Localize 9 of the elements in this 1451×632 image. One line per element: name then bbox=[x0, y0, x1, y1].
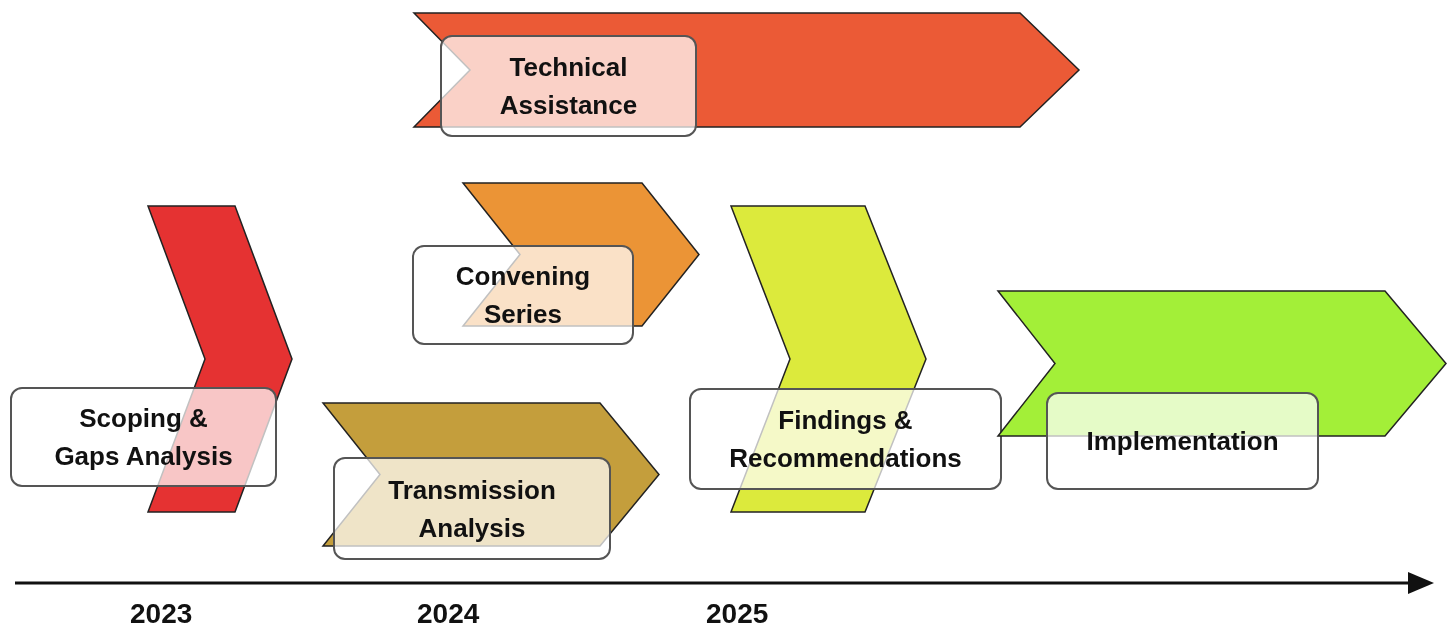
step-label: Transmission Analysis bbox=[333, 457, 611, 560]
step-label: Findings & Recommendations bbox=[689, 388, 1002, 490]
step-label: Technical Assistance bbox=[440, 35, 697, 137]
step-label: Implementation bbox=[1046, 392, 1319, 490]
year-label: 2025 bbox=[706, 598, 769, 630]
step-label: Convening Series bbox=[412, 245, 634, 345]
step-label: Scoping & Gaps Analysis bbox=[10, 387, 277, 487]
year-label: 2023 bbox=[130, 598, 193, 630]
year-label: 2024 bbox=[417, 598, 480, 630]
